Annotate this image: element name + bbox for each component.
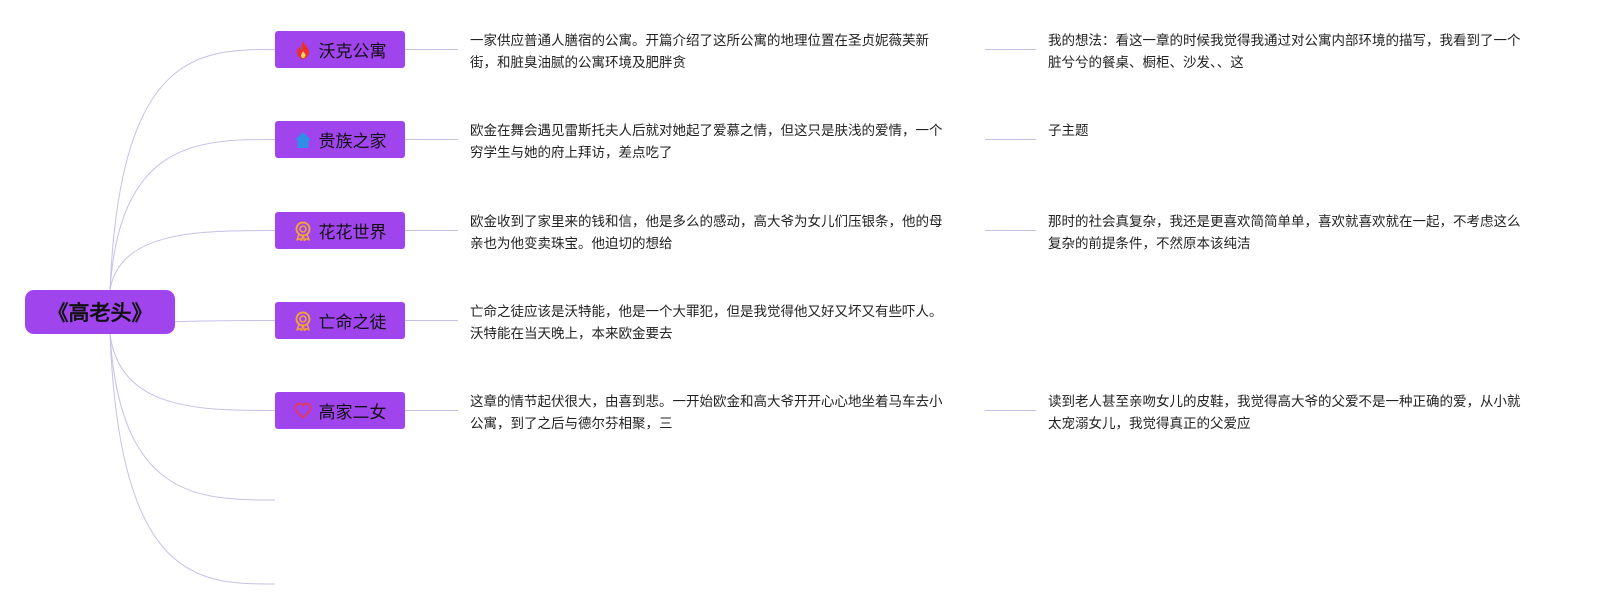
summary-note[interactable]: 一家供应普通人膳宿的公寓。开篇介绍了这所公寓的地理位置在圣贞妮薇芙新街，和脏臭油… xyxy=(470,30,970,74)
summary-note[interactable]: 欧金在舞会遇见雷斯托夫人后就对她起了爱慕之情，但这只是肤浅的爱情，一个穷学生与她… xyxy=(470,120,970,164)
summary-note[interactable]: 亡命之徒应该是沃特能，他是一个大罪犯，但是我觉得他又好又坏又有些吓人。沃特能在当… xyxy=(470,301,970,345)
thought-note[interactable]: 子主题 xyxy=(1048,120,1548,142)
medal-icon xyxy=(294,221,312,241)
summary-line: 欧金收到了家里来的钱和信，他是多么的感动，高大爷为女儿们压银条，他的母 xyxy=(470,214,943,230)
topic-3[interactable]: 花花世界 xyxy=(275,212,405,249)
branch-line-1 xyxy=(109,139,276,291)
branch-line-0 xyxy=(109,49,276,291)
empty-branch-line-1 xyxy=(109,333,276,585)
thought-line: 子主题 xyxy=(1048,123,1089,139)
summary-line: 一家供应普通人膳宿的公寓。开篇介绍了这所公寓的地理位置在圣贞妮薇芙新 xyxy=(470,33,929,49)
thought-note[interactable]: 那时的社会真复杂，我还是更喜欢简简单单，喜欢就喜欢就在一起，不考虑这么复杂的前提… xyxy=(1048,211,1548,255)
summary-line: 亡命之徒应该是沃特能，他是一个大罪犯，但是我觉得他又好又坏又有些吓人。 xyxy=(470,304,943,320)
medal-icon xyxy=(294,311,312,331)
summary-line: 街，和脏臭油腻的公寓环境及肥胖贪 xyxy=(470,55,686,71)
branch-line-4 xyxy=(109,333,276,411)
thought-line: 复杂的前提条件，不然原本该纯洁 xyxy=(1048,236,1251,252)
thought-line: 太宠溺女儿，我觉得真正的父爱应 xyxy=(1048,416,1251,432)
summary-line: 穷学生与她的府上拜访，差点吃了 xyxy=(470,145,673,161)
summary-line: 这章的情节起伏很大，由喜到悲。一开始欧金和高大爷开开心心地坐着马车去小 xyxy=(470,394,943,410)
empty-branch-line-0 xyxy=(109,333,276,501)
topic-5[interactable]: 高家二女 xyxy=(275,392,405,429)
root-topic[interactable]: 《高老头》 xyxy=(25,290,175,334)
fire-icon xyxy=(294,40,312,60)
thought-note[interactable]: 我的想法：看这一章的时候我觉得我通过对公寓内部环境的描写，我看到了一个脏兮兮的餐… xyxy=(1048,30,1548,74)
branch-line-2 xyxy=(109,230,276,291)
house-icon xyxy=(294,130,312,150)
thought-line: 我的想法：看这一章的时候我觉得我通过对公寓内部环境的描写，我看到了一个 xyxy=(1048,33,1521,49)
topic-label: 亡命之徒 xyxy=(318,313,387,333)
summary-line: 欧金在舞会遇见雷斯托夫人后就对她起了爱慕之情，但这只是肤浅的爱情，一个 xyxy=(470,123,943,139)
topic-4[interactable]: 亡命之徒 xyxy=(275,302,405,339)
topic-label: 沃克公寓 xyxy=(318,42,387,62)
thought-note[interactable]: 读到老人甚至亲吻女儿的皮鞋，我觉得高大爷的父爱不是一种正确的爱，从小就太宠溺女儿… xyxy=(1048,391,1548,435)
root-topic-label: 《高老头》 xyxy=(47,301,153,325)
topic-2[interactable]: 贵族之家 xyxy=(275,121,405,158)
topic-label: 高家二女 xyxy=(318,403,387,423)
thought-line: 读到老人甚至亲吻女儿的皮鞋，我觉得高大爷的父爱不是一种正确的爱，从小就 xyxy=(1048,394,1521,410)
summary-line: 沃特能在当天晚上，本来欧金要去 xyxy=(470,326,673,342)
summary-line: 亲也为他变卖珠宝。他迫切的想给 xyxy=(470,236,673,252)
thought-line: 那时的社会真复杂，我还是更喜欢简简单单，喜欢就喜欢就在一起，不考虑这么 xyxy=(1048,214,1521,230)
topic-label: 花花世界 xyxy=(318,223,387,243)
summary-note[interactable]: 这章的情节起伏很大，由喜到悲。一开始欧金和高大爷开开心心地坐着马车去小公寓，到了… xyxy=(470,391,970,435)
topic-label: 贵族之家 xyxy=(318,132,387,152)
summary-note[interactable]: 欧金收到了家里来的钱和信，他是多么的感动，高大爷为女儿们压银条，他的母亲也为他变… xyxy=(470,211,970,255)
heart-icon xyxy=(294,401,312,421)
thought-line: 脏兮兮的餐桌、橱柜、沙发、、这 xyxy=(1048,55,1244,71)
summary-line: 公寓，到了之后与德尔芬相聚，三 xyxy=(470,416,673,432)
topic-1[interactable]: 沃克公寓 xyxy=(275,31,405,68)
